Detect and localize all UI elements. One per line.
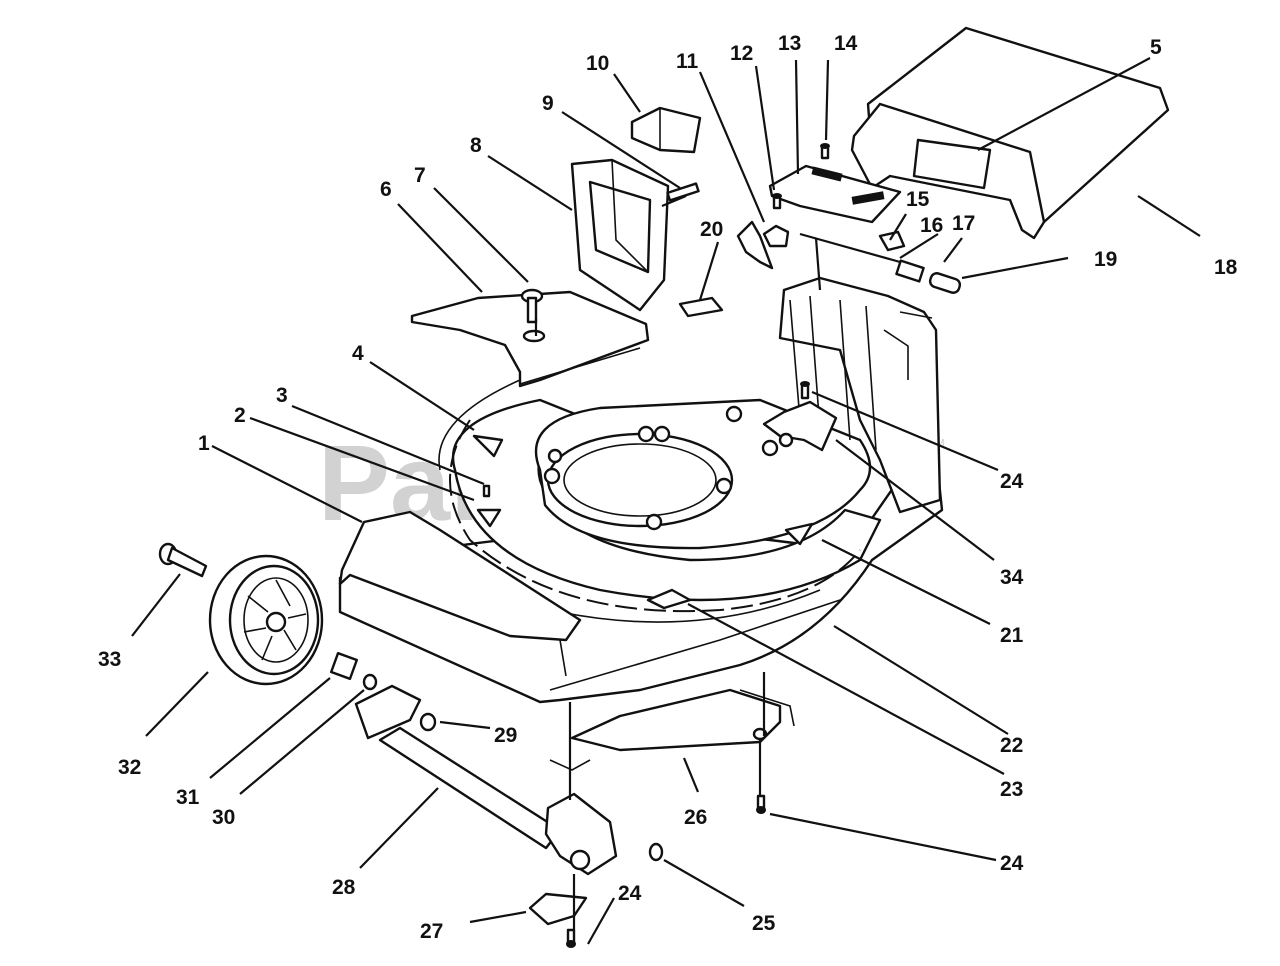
callout-19: 19 [1094, 248, 1117, 271]
screw [772, 193, 782, 210]
rear-housing [778, 276, 942, 514]
discharge-chute [570, 158, 670, 312]
callout-24-upper: 24 [1000, 470, 1024, 493]
screw [820, 143, 830, 160]
washer [362, 673, 378, 691]
callout-30: 30 [212, 806, 235, 829]
triangle-marker [472, 434, 504, 458]
callout-22: 22 [1000, 734, 1023, 757]
triangle-marker [476, 508, 502, 528]
callout-14: 14 [834, 32, 858, 55]
wheel-bolt [158, 542, 208, 578]
callout-16: 16 [920, 214, 943, 237]
wheel-spacer [329, 651, 359, 681]
callout-25: 25 [752, 912, 776, 935]
screw [482, 484, 491, 498]
front-flap [338, 510, 582, 642]
callout-33: 33 [98, 648, 121, 671]
pivot-block [762, 224, 790, 248]
callout-8: 8 [470, 134, 482, 157]
callout-27: 27 [420, 920, 443, 943]
callout-15: 15 [906, 188, 930, 211]
callout-9: 9 [542, 92, 554, 115]
callout-1: 1 [198, 432, 210, 455]
callout-20: 20 [700, 218, 723, 241]
nut [648, 842, 664, 862]
callout-28: 28 [332, 876, 356, 899]
callout-11: 11 [676, 50, 699, 73]
rear-axle [354, 684, 618, 876]
screw [800, 381, 810, 400]
side-bracket [736, 220, 774, 270]
rear-baffle [570, 688, 782, 752]
callout-3: 3 [276, 384, 288, 407]
leader-lines [131, 57, 1201, 945]
torsion-spring [895, 259, 925, 283]
callout-7: 7 [414, 164, 426, 187]
triangle-marker [784, 522, 814, 546]
callout-34: 34 [1000, 566, 1024, 589]
screw [566, 928, 576, 948]
callout-31: 31 [176, 786, 200, 809]
callout-2: 2 [234, 404, 246, 427]
callout-24-bottom: 24 [618, 882, 642, 905]
screw [756, 794, 766, 814]
roller-pin [928, 272, 962, 294]
triangle-marker [646, 588, 692, 610]
callout-23: 23 [1000, 778, 1023, 801]
grass-bag-cover [850, 26, 1170, 240]
callout-24-lower: 24 [1000, 852, 1024, 875]
callout-4: 4 [352, 342, 364, 365]
bolt [520, 288, 546, 343]
callout-29: 29 [494, 724, 517, 747]
callout-17: 17 [952, 212, 975, 235]
spring-pin [661, 182, 700, 208]
warning-label [678, 296, 724, 318]
callout-26: 26 [684, 806, 707, 829]
wheel [208, 554, 324, 686]
callout-6: 6 [380, 178, 392, 201]
knob [878, 230, 906, 252]
callout-21: 21 [1000, 624, 1024, 647]
callout-10: 10 [586, 52, 609, 75]
callout-18: 18 [1214, 256, 1238, 279]
callout-12: 12 [730, 42, 753, 65]
callout-13: 13 [778, 32, 801, 55]
chute-latch [630, 106, 702, 154]
callout-5: 5 [1150, 36, 1162, 59]
axle-bracket [528, 892, 588, 926]
callout-32: 32 [118, 756, 141, 779]
nut [419, 712, 437, 732]
callout-labels: 1 2 3 4 5 6 7 8 9 10 11 12 13 14 15 16 1… [98, 32, 1238, 943]
